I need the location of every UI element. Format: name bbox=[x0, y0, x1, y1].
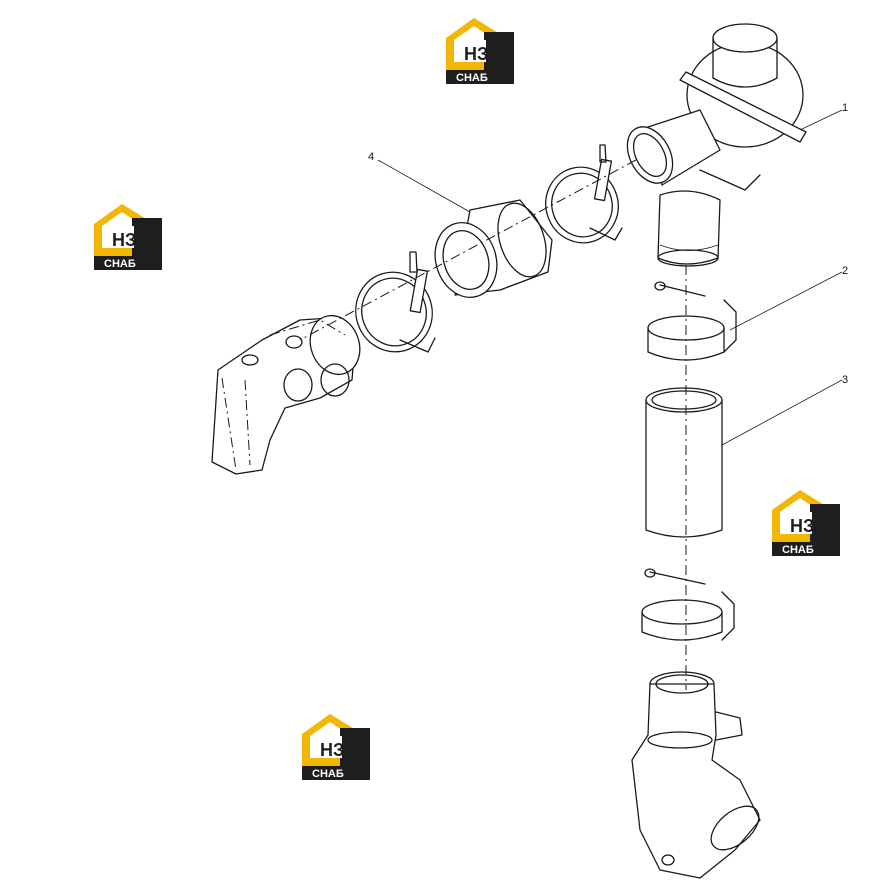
svg-text:HЗ: HЗ bbox=[320, 740, 344, 760]
bottom-outlet-elbow bbox=[631, 671, 761, 879]
svg-text:HЗ: HЗ bbox=[464, 44, 488, 64]
callout-2: 2 bbox=[842, 265, 848, 277]
callout-1: 1 bbox=[842, 102, 848, 114]
watermark-logo-bottom: HЗ СНАБ bbox=[302, 714, 370, 780]
callout-4: 4 bbox=[368, 151, 374, 163]
svg-text:СНАБ: СНАБ bbox=[456, 72, 488, 84]
part-4-coupling-hose bbox=[434, 199, 553, 298]
watermark-logo-top: HЗ СНАБ bbox=[446, 18, 514, 84]
centerlines bbox=[299, 159, 687, 690]
lower-clamp bbox=[641, 568, 735, 641]
svg-text:СНАБ: СНАБ bbox=[104, 258, 136, 270]
svg-text:HЗ: HЗ bbox=[790, 516, 814, 536]
svg-text:СНАБ: СНАБ bbox=[312, 768, 344, 780]
watermark-logo-left: HЗ СНАБ bbox=[94, 204, 162, 270]
part-2-clamp bbox=[647, 281, 737, 361]
callout-3: 3 bbox=[842, 374, 848, 386]
left-mounting-bracket bbox=[211, 314, 361, 475]
watermark-logo-right: HЗ СНАБ bbox=[772, 490, 840, 556]
upper-left-clamp bbox=[355, 251, 436, 353]
svg-text:СНАБ: СНАБ bbox=[782, 544, 814, 556]
upper-right-clamp bbox=[545, 144, 623, 244]
part-1-elbow-housing bbox=[626, 23, 807, 267]
leader-lines bbox=[377, 109, 843, 446]
part-3-straight-hose bbox=[645, 387, 723, 538]
svg-text:HЗ: HЗ bbox=[112, 230, 136, 250]
